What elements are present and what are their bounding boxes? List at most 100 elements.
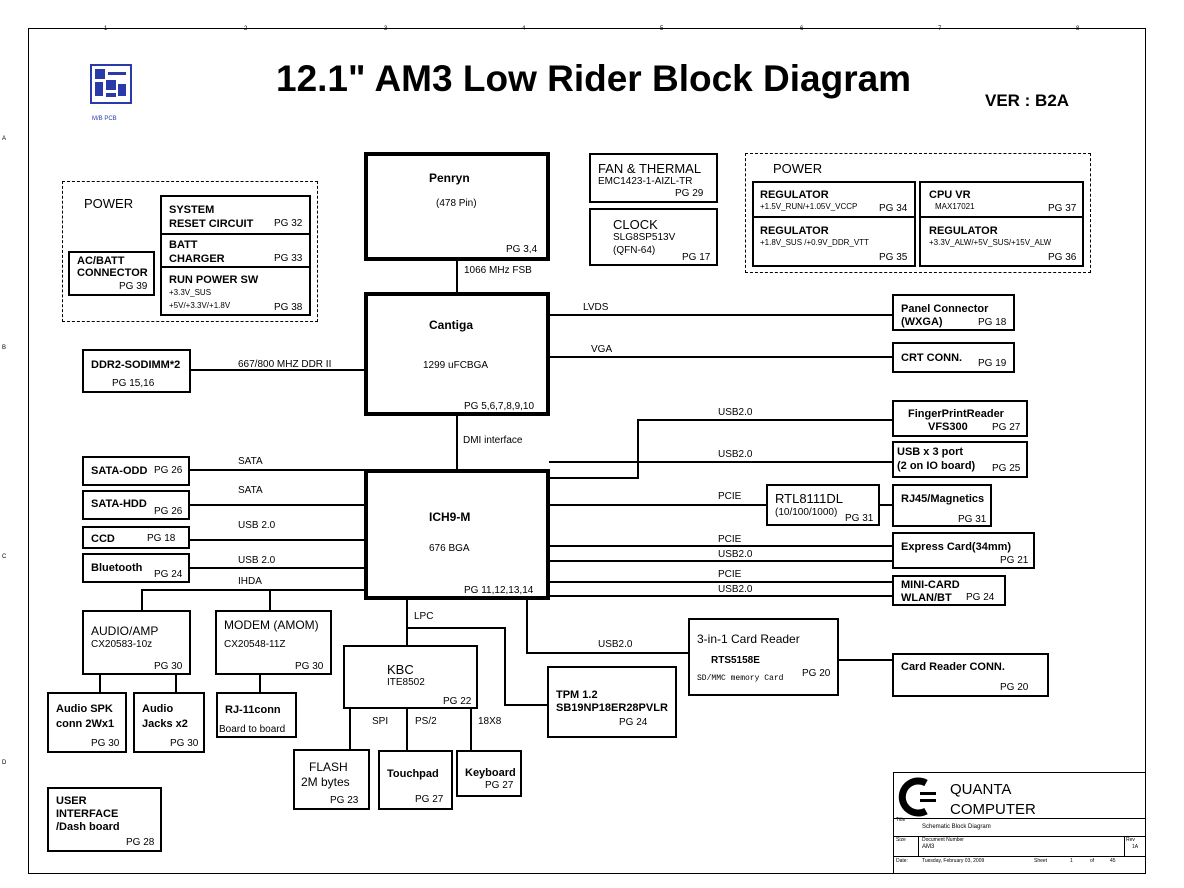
page-title: 12.1" AM3 Low Rider Block Diagram xyxy=(276,58,912,99)
tpm-page: PG 24 xyxy=(619,717,648,728)
ddr-name: DDR2-SODIMM*2 xyxy=(91,359,181,371)
reg2-rails: +1.8V_SUS /+0.9V_DDR_VTT xyxy=(760,238,869,247)
rtl8111dl-block: RTL8111DL (10/100/1000) PG 31 xyxy=(766,484,880,526)
sata-odd-bus: SATA xyxy=(238,456,263,467)
border-mark: 6 xyxy=(800,26,804,32)
power-label-left: POWER xyxy=(84,196,134,211)
batt-line2: CHARGER xyxy=(169,253,225,265)
audio-jacks-block: Audio Jacks x2 PG 30 xyxy=(133,692,205,753)
pcb-chip-icon xyxy=(95,69,126,97)
keyboard-name: Keyboard xyxy=(465,767,516,779)
keyboard-page: PG 27 xyxy=(485,780,514,791)
cpu-page: PG 3,4 xyxy=(506,244,538,255)
cardreader-bus: USB2.0 xyxy=(598,639,633,650)
usb3-bus: USB2.0 xyxy=(718,449,753,460)
fpr-part: VFS300 xyxy=(928,421,968,433)
system-reset-block: SYSTEM RESET CIRCUIT PG 32 xyxy=(160,195,311,235)
clock-pkg: (QFN-64) xyxy=(613,245,656,256)
date-value: Tuesday, February 03, 2009 xyxy=(922,858,985,864)
border-mark: C xyxy=(2,554,7,560)
border-mark: A xyxy=(2,136,7,142)
runpower-line2: +3.3V_SUS xyxy=(169,288,212,297)
runpower-line3: +5V/+3.3V/+1.8V xyxy=(169,301,231,310)
rj45-name: RJ45/Magnetics xyxy=(901,493,985,505)
wire-lpc xyxy=(406,598,548,706)
crt-name: CRT CONN. xyxy=(901,352,963,364)
sheet-total: 45 xyxy=(1110,858,1116,864)
express-card-block: Express Card(34mm) PG 21 xyxy=(892,532,1035,569)
mini-usb-bus: USB2.0 xyxy=(718,584,753,595)
nb-pkg: 1299 uFCBGA xyxy=(423,360,489,371)
logo-caption: M/B PCB xyxy=(92,116,117,122)
reg3-page: PG 36 xyxy=(1048,252,1077,263)
wire-fpr xyxy=(549,419,892,479)
runpower-page: PG 38 xyxy=(274,302,303,313)
audio-amp-block: AUDIO/AMP CX20583-10z PG 30 xyxy=(82,610,191,675)
rtl-name: RTL8111DL xyxy=(775,491,843,506)
crt-page: PG 19 xyxy=(978,358,1007,369)
panel-name: Panel Connector xyxy=(901,303,989,315)
regulator-vccp-block: REGULATOR +1.5V_RUN/+1.05V_VCCP PG 34 xyxy=(752,181,916,218)
hdd-page: PG 26 xyxy=(154,506,183,517)
crconn-page: PG 20 xyxy=(1000,682,1029,693)
rev-label: Rev xyxy=(1126,837,1135,843)
sysreset-line2: RESET CIRCUIT xyxy=(169,218,254,230)
bt-page: PG 24 xyxy=(154,569,183,580)
sysreset-page: PG 32 xyxy=(274,218,303,229)
of-label: of xyxy=(1090,858,1095,864)
title-block: QUANTA COMPUTER Title Schematic Block Di… xyxy=(893,772,1146,874)
power-group-left xyxy=(62,181,318,322)
runpower-line1: RUN POWER SW xyxy=(169,274,259,286)
flash-page: PG 23 xyxy=(330,795,359,806)
kbc-name: KBC xyxy=(387,662,414,677)
card-reader-block: 3-in-1 Card Reader RTS5158E SD/MMC memor… xyxy=(688,618,839,696)
panel-sub: (WXGA) xyxy=(901,316,943,328)
ihda-label: IHDA xyxy=(238,576,262,587)
kb-matrix-label: 18X8 xyxy=(478,716,502,727)
reg3-rails: +3.3V_ALW/+5V_SUS/+15V_ALW xyxy=(929,238,1052,247)
version-label: VER : B2A xyxy=(985,91,1070,110)
date-label: Date: xyxy=(896,858,908,864)
cpu-pins: (478 Pin) xyxy=(436,198,477,209)
kbc-page: PG 22 xyxy=(443,696,472,707)
clock-name: CLOCK xyxy=(613,217,658,232)
ps2-label: PS/2 xyxy=(415,716,437,727)
panel-page: PG 18 xyxy=(978,317,1007,328)
mini-name: MINI-CARD xyxy=(901,579,960,591)
ccd-page: PG 18 xyxy=(147,533,176,544)
cr-part: RTS5158E xyxy=(711,655,760,666)
audio-page: PG 30 xyxy=(154,661,183,672)
nb-page: PG 5,6,7,8,9,10 xyxy=(464,401,535,412)
cpuvr-page: PG 37 xyxy=(1048,203,1077,214)
rtl-page: PG 31 xyxy=(845,513,874,524)
ui-line2: INTERFACE xyxy=(56,808,119,820)
ddr-bus-label: 667/800 MHZ DDR II xyxy=(238,359,332,370)
touchpad-page: PG 27 xyxy=(415,794,444,805)
usb-sub: (2 on IO board) xyxy=(897,460,976,472)
batt-page: PG 33 xyxy=(274,253,303,264)
vga-label: VGA xyxy=(591,344,613,355)
crt-connector-block: CRT CONN. PG 19 xyxy=(892,342,1015,373)
reg2-title: REGULATOR xyxy=(760,225,829,237)
fan-page: PG 29 xyxy=(675,188,704,199)
power-group-right xyxy=(745,153,1091,273)
docnum-label: Document Number xyxy=(922,837,964,843)
audio-spk-conn-block: Audio SPK conn 2Wx1 PG 30 xyxy=(47,692,127,753)
batt-charger-block: BATT CHARGER PG 33 xyxy=(160,233,311,268)
mini-page: PG 24 xyxy=(966,592,995,603)
acbatt-line1: AC/BATT xyxy=(77,255,125,267)
express-usb-bus: USB2.0 xyxy=(718,549,753,560)
flash-line2: 2M bytes xyxy=(301,775,350,789)
modem-block: MODEM (AMOM) CX20548-11Z PG 30 xyxy=(215,610,332,675)
usb-ports-block: USB x 3 port (2 on IO board) PG 25 xyxy=(892,441,1028,478)
express-name: Express Card(34mm) xyxy=(901,541,1012,553)
border-mark: 8 xyxy=(1076,26,1080,32)
kbc-block: KBC ITE8502 PG 22 xyxy=(343,645,478,709)
sheet-label: Sheet xyxy=(1034,858,1048,864)
mb-pcb-logo xyxy=(90,64,132,104)
regulator-alw-block: REGULATOR +3.3V_ALW/+5V_SUS/+15V_ALW PG … xyxy=(919,216,1084,267)
sb-pkg: 676 BGA xyxy=(429,543,470,554)
fsb-label: 1066 MHz FSB xyxy=(464,265,532,276)
cpuvr-title: CPU VR xyxy=(929,189,971,201)
ddr-page: PG 15,16 xyxy=(112,378,155,389)
